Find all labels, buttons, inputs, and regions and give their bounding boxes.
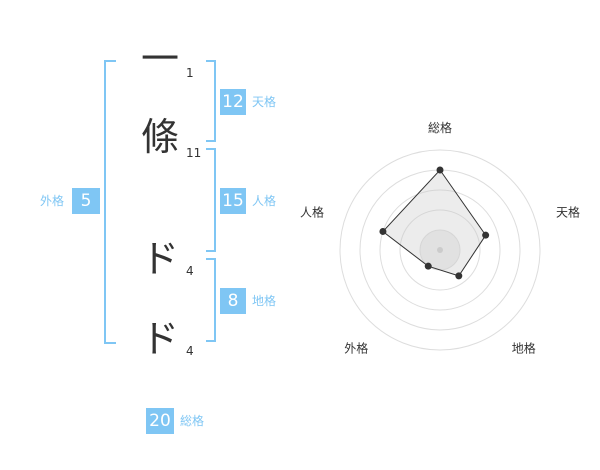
radar-axis-label-5: 人格: [300, 204, 324, 219]
radar-series: [379, 166, 490, 280]
radar-point-2: [482, 231, 490, 239]
stroke-count-4: 4: [186, 344, 194, 358]
soukaku-value: 20: [146, 408, 174, 434]
radar-center-dot: [437, 247, 443, 253]
name-breakdown: 一 1 條 11 ド 4 ド 4 12 天格 15 人格 8 地格 外格 5 2…: [40, 37, 277, 434]
stroke-count-1: 1: [186, 66, 194, 80]
radar-ring: [339, 149, 541, 351]
radar-ring: [399, 209, 481, 291]
tenkaku-bracket: [206, 60, 216, 142]
name-char-2: 條: [140, 115, 179, 159]
radar-point-4: [424, 262, 432, 270]
name-char-3: ド: [140, 237, 179, 281]
tenkaku-value: 12: [220, 89, 246, 115]
stroke-count-3: 4: [186, 264, 194, 278]
gaikaku-value: 5: [72, 188, 100, 214]
jinkaku-value: 15: [220, 188, 246, 214]
radar-axis-label-1: 総格: [428, 120, 452, 135]
gaikaku-bracket: [104, 60, 116, 344]
radar-axis-label-3: 地格: [512, 341, 536, 356]
radar-point-5: [379, 227, 387, 235]
soukaku-label: 総格: [180, 414, 205, 428]
tenkaku-label: 天格: [252, 95, 277, 109]
radar-series-area: [382, 169, 487, 277]
radar-ring: [379, 189, 501, 311]
gaikaku-label: 外格: [40, 194, 65, 208]
name-char-1: 一: [140, 37, 179, 81]
stroke-count-2: 11: [186, 146, 202, 160]
name-char-4: ド: [140, 317, 179, 361]
radar-point-3: [455, 272, 463, 280]
radar-axis-label-2: 天格: [556, 204, 580, 219]
radar-point-1: [436, 166, 444, 174]
chikaku-label: 地格: [252, 294, 277, 308]
chikaku-bracket: [206, 258, 216, 342]
jinkaku-label: 人格: [252, 194, 277, 208]
jinkaku-bracket: [206, 148, 216, 252]
chikaku-value: 8: [220, 288, 246, 314]
radar-axis-label-4: 外格: [344, 341, 368, 356]
